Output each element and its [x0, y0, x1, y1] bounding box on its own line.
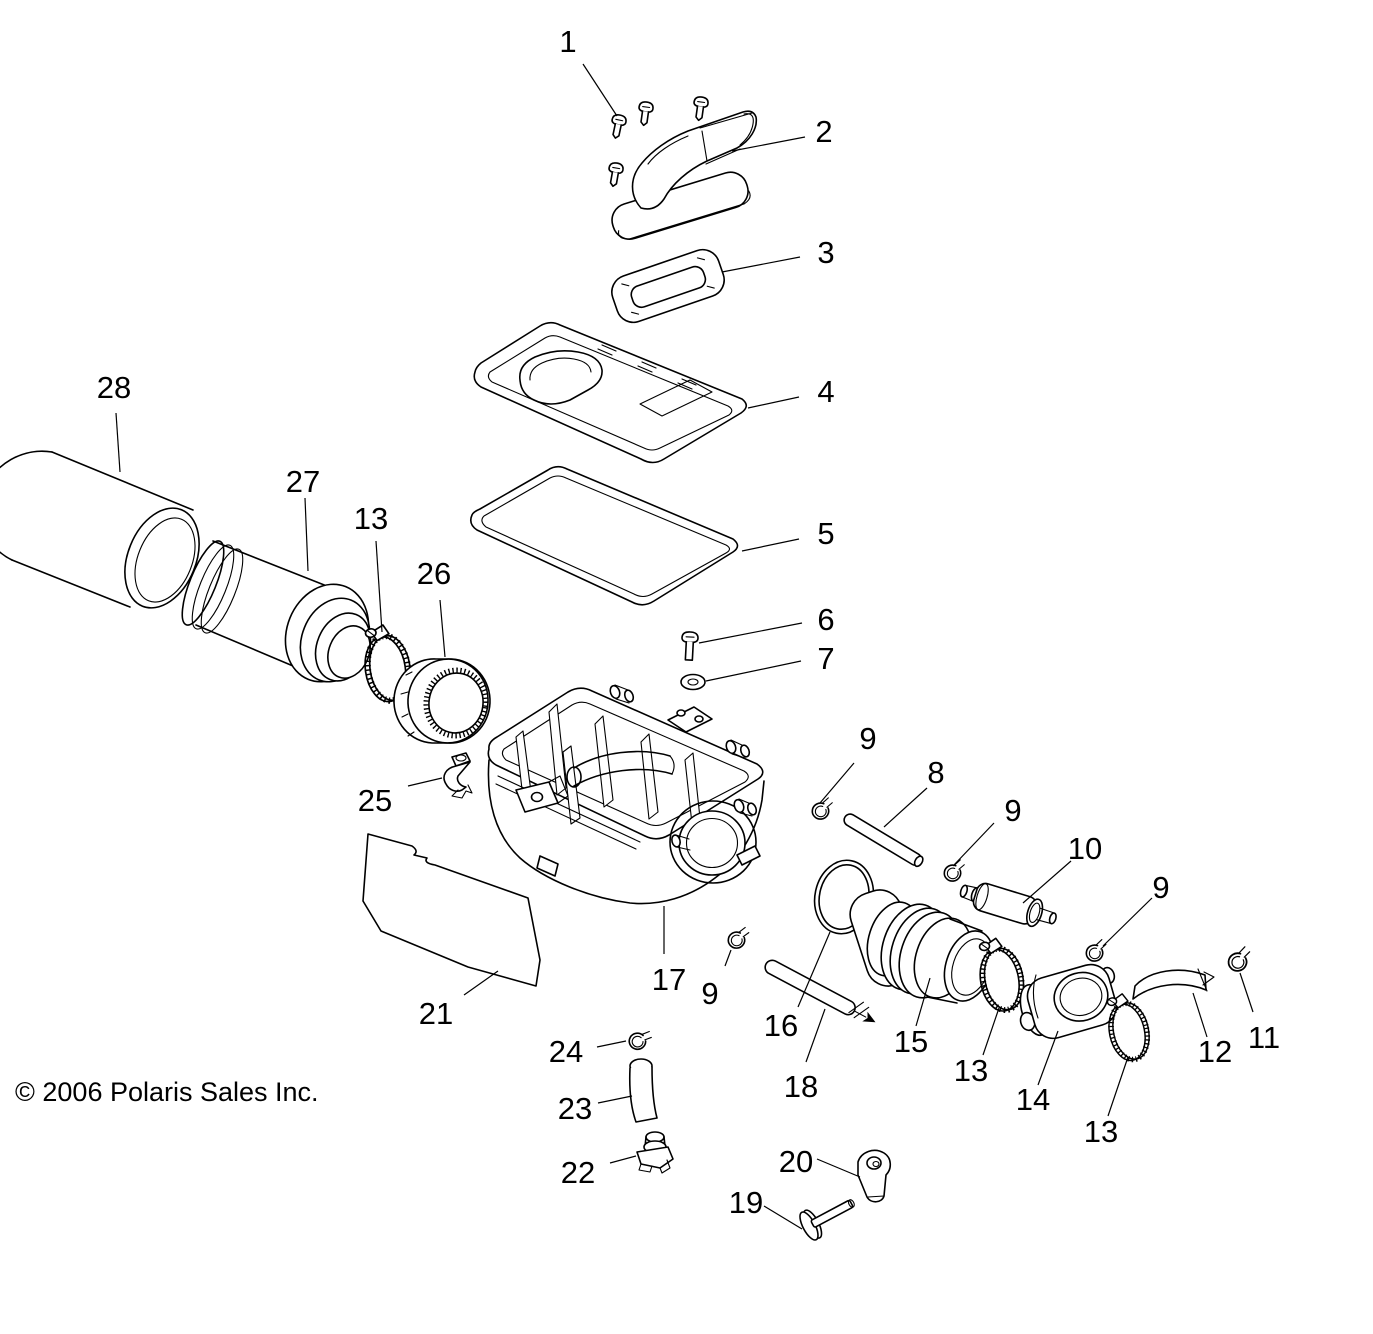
part-inline-valve [959, 882, 1057, 928]
callout-label-3: 3 [817, 235, 834, 270]
part-airbox-lid [473, 321, 748, 464]
callout-label-24: 24 [549, 1034, 583, 1069]
part-drain-valve [636, 1131, 674, 1174]
callout-label-13b: 13 [954, 1053, 988, 1088]
callout-leader-9d [724, 949, 732, 967]
callout-leader-12 [1192, 992, 1208, 1038]
callout-leader-2 [731, 136, 806, 152]
part-intake-tube [0, 450, 200, 609]
callout-leader-15 [915, 977, 931, 1027]
part-box-screw [681, 631, 699, 661]
callout-leader-1 [582, 63, 618, 117]
callouts-layer: 1234567899991011121313131415161718192021… [97, 24, 1280, 1230]
callout-label-11: 11 [1248, 1020, 1280, 1055]
part-pinch-clamp-3 [1083, 938, 1110, 964]
part-cover-gasket [611, 248, 725, 324]
callout-label-15: 15 [894, 1024, 928, 1059]
part-air-filter [181, 540, 372, 683]
callout-leader-4 [747, 396, 800, 409]
callout-label-23: 23 [558, 1091, 592, 1126]
callout-leader-13a [375, 540, 383, 633]
callout-leader-7 [705, 660, 802, 682]
callout-leader-8 [883, 787, 928, 828]
callout-label-16: 16 [764, 1008, 798, 1043]
part-clip-bracket [857, 1149, 892, 1203]
part-airbox-body [487, 684, 765, 905]
callout-label-19: 19 [729, 1185, 763, 1220]
callout-leader-23 [597, 1095, 633, 1104]
part-elbow-hose [1132, 968, 1215, 1000]
callout-leader-10 [1022, 860, 1072, 904]
callout-label-6: 6 [817, 602, 834, 637]
copyright-notice: © 2006 Polaris Sales Inc. [15, 1077, 319, 1107]
callout-label-9a: 9 [859, 721, 876, 756]
part-vent-tube [764, 959, 876, 1023]
callout-leader-20 [816, 1158, 861, 1178]
callout-label-5: 5 [817, 516, 834, 551]
part-breather-hose [843, 813, 924, 868]
callout-label-4: 4 [817, 374, 834, 409]
callout-label-13a: 13 [354, 501, 388, 536]
callout-leader-22 [609, 1155, 637, 1164]
callout-label-2: 2 [815, 114, 832, 149]
callout-leader-11 [1239, 972, 1254, 1013]
callout-leader-3 [721, 256, 801, 273]
callout-leader-13c [1107, 1056, 1129, 1117]
part-adapter-flange [1019, 963, 1118, 1040]
callout-label-26: 26 [417, 556, 451, 591]
callout-label-20: 20 [779, 1144, 813, 1179]
callout-label-9b: 9 [1004, 793, 1021, 828]
callout-leader-16 [797, 931, 831, 1008]
part-rivet-pin [799, 1199, 855, 1241]
callout-leader-21 [463, 970, 499, 996]
part-pinch-clamp-5 [1224, 945, 1255, 974]
callout-label-9d: 9 [701, 976, 718, 1011]
callout-leader-6 [698, 622, 803, 644]
callout-leader-26 [439, 599, 446, 658]
callout-label-7: 7 [817, 641, 834, 676]
callout-label-18: 18 [784, 1069, 818, 1104]
callout-label-1: 1 [559, 24, 576, 59]
part-airbox-cover [611, 110, 758, 240]
callout-label-25: 25 [358, 783, 392, 818]
part-pinch-clamp-2 [941, 858, 968, 884]
callout-label-14: 14 [1016, 1082, 1050, 1117]
part-hold-down-clip [443, 752, 473, 799]
part-foam-pad [362, 833, 541, 987]
callout-leader-5 [741, 538, 800, 552]
callout-leader-19 [763, 1205, 803, 1230]
callout-leader-13b [982, 1007, 1000, 1056]
callout-label-8: 8 [927, 755, 944, 790]
part-lid-seal [470, 465, 739, 606]
part-intake-duct [393, 658, 491, 744]
part-pinch-clamp-4 [726, 926, 752, 950]
part-washer [680, 673, 706, 691]
callout-leader-28 [115, 412, 121, 473]
callout-label-27: 27 [286, 464, 320, 499]
callout-leader-14 [1037, 1030, 1059, 1086]
callout-leader-9c [1102, 897, 1153, 947]
callout-label-22: 22 [561, 1155, 595, 1190]
callout-label-10: 10 [1068, 831, 1102, 866]
callout-label-17: 17 [652, 962, 686, 997]
part-pinch-clamp-drain [627, 1027, 654, 1053]
callout-label-21: 21 [419, 996, 453, 1031]
callout-label-13c: 13 [1084, 1114, 1118, 1149]
callout-leader-27 [304, 497, 309, 572]
part-hose-clamp-adapter [1102, 990, 1154, 1064]
callout-leader-24 [596, 1040, 627, 1048]
callout-leader-9b [952, 822, 995, 867]
callout-label-12: 12 [1198, 1034, 1232, 1069]
part-drain-tube [628, 1058, 658, 1123]
callout-label-9c: 9 [1152, 870, 1169, 905]
callout-leader-25 [407, 777, 443, 787]
callout-label-28: 28 [97, 370, 131, 405]
callout-leader-18 [805, 1008, 826, 1063]
callout-leader-9a [819, 762, 855, 804]
